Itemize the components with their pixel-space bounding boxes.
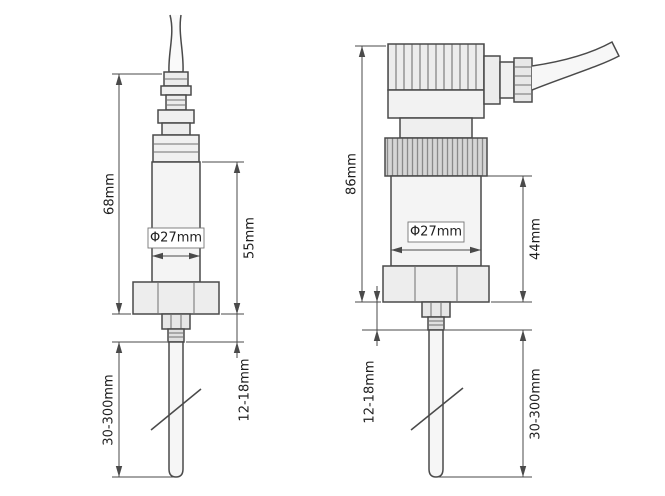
dim-label-left-probe-length: 30-300mm — [102, 374, 117, 445]
right-dimensions: 86mm 44mm 12-18mm 30-300mm Φ27mm — [345, 45, 544, 478]
hex-nut — [382, 265, 490, 303]
dim-box — [407, 221, 465, 243]
dim-label-right-thread-length: 12-18mm — [363, 360, 378, 423]
cable — [168, 14, 184, 73]
thread-stub — [161, 313, 191, 343]
probe-tube — [428, 329, 444, 478]
transmitter-body — [151, 161, 201, 283]
cable-gland-side — [483, 55, 533, 105]
connector-neck — [399, 117, 473, 139]
break-line — [410, 387, 464, 431]
din-connector-head — [387, 43, 485, 119]
knurled-ring — [384, 137, 488, 177]
dim-box — [147, 227, 205, 249]
dim-label-right-probe-length: 30-300mm — [529, 368, 544, 439]
left-figure — [132, 14, 220, 478]
thread-stub — [421, 301, 451, 331]
dim-label-left-thread-length: 12-18mm — [238, 358, 253, 421]
hex-nut — [132, 281, 220, 315]
break-line — [150, 388, 202, 431]
right-figure — [382, 40, 621, 478]
dim-label-right-total-height: 86mm — [345, 153, 360, 195]
cable — [531, 40, 621, 91]
dim-label-left-diameter: Φ27mm — [150, 231, 202, 246]
dim-label-left-total-height: 68mm — [103, 173, 118, 215]
dim-label-right-diameter: Φ27mm — [410, 225, 462, 240]
cable-gland-connector — [152, 71, 200, 163]
dim-label-left-body-height: 55mm — [243, 217, 258, 259]
transmitter-body — [390, 175, 482, 267]
dim-label-right-body-height: 44mm — [529, 218, 544, 260]
left-dimensions: 68mm 55mm 12-18mm 30-300mm Φ27mm — [102, 73, 258, 478]
